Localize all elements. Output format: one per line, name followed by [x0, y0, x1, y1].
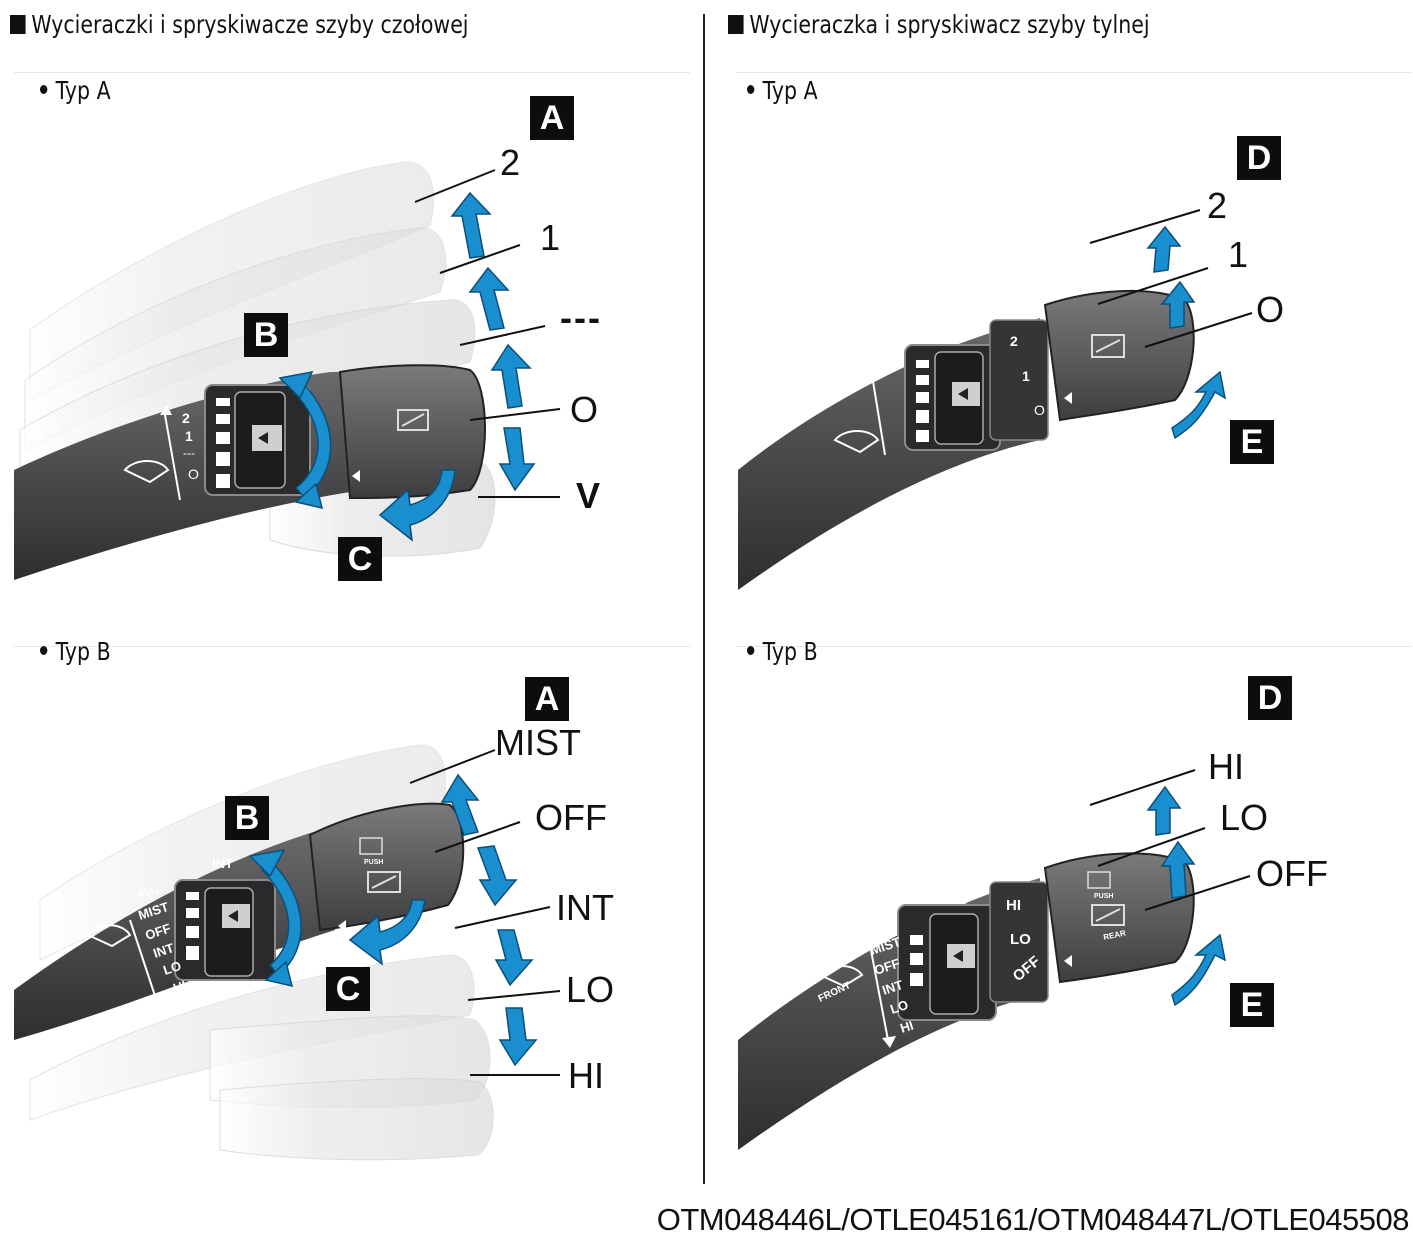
lever-mark-o: O — [188, 466, 199, 482]
rear-b-type-text: Typ B — [762, 637, 818, 666]
rear-b-callout-e: E — [1230, 983, 1274, 1027]
front-b-position-lo: LO — [566, 969, 615, 1010]
bullet-dot-icon — [747, 646, 755, 655]
rear-a-blue-arrows — [1146, 225, 1227, 440]
panel-rule-rear-a — [736, 72, 1412, 73]
rear-b-blue-arrows — [1146, 785, 1227, 1007]
lever-auto-label: AUTO — [932, 892, 969, 907]
front-a-position-off: O — [570, 389, 599, 430]
square-bullet-icon — [10, 15, 26, 34]
lever-pull-label: PULL — [866, 921, 889, 936]
rear-a-lever — [738, 289, 1195, 590]
front-a-type-text: Typ A — [55, 76, 111, 105]
bullet-dot-icon — [40, 646, 48, 655]
front-b-callout-a: A — [525, 677, 569, 721]
front-a-type-label: Typ A — [40, 76, 111, 105]
lever-mark-2: 2 — [1010, 333, 1018, 349]
lever-int-top-label: INT — [212, 856, 233, 871]
front-section-title: Wycieraczki i spryskiwacze szyby czołowe… — [10, 10, 469, 39]
lever-mhi-mark: HI — [898, 1018, 915, 1036]
lever-mark-1: 1 — [185, 428, 193, 444]
front-a-position-int: --- — [560, 297, 602, 338]
front-b-position-mist: MIST — [495, 722, 581, 763]
front-b-callout-c: C — [326, 967, 370, 1011]
square-bullet-icon — [728, 15, 744, 34]
front-a-lever — [14, 364, 486, 580]
lever-mark-1: 1 — [1022, 368, 1030, 384]
bullet-dot-icon — [40, 85, 48, 94]
rear-b-position-lo: LO — [1220, 797, 1269, 838]
front-a-blue-arrows — [278, 191, 536, 542]
front-b-callout-b: B — [225, 796, 269, 840]
rear-section-title: Wycieraczka i spryskiwacz szyby tylnej — [728, 10, 1150, 39]
front-a-position-mist: V — [576, 475, 601, 516]
rear-b-type-label: Typ B — [747, 637, 818, 666]
front-b-position-off: OFF — [535, 797, 607, 838]
rear-b-position-hi: HI — [1208, 746, 1244, 787]
lever-hi-mark: HI — [1006, 897, 1021, 914]
rear-a-type-text: Typ A — [762, 76, 818, 105]
front-b-type-label: Typ B — [40, 637, 111, 666]
front-a-callout-b: B — [244, 313, 288, 357]
front-b-type-text: Typ B — [55, 637, 111, 666]
front-a-callout-c: C — [338, 537, 382, 581]
rear-a-position-1: 1 — [1228, 234, 1249, 275]
lever-hi-mark: HI — [171, 978, 188, 996]
lever-int-mark: INT — [880, 977, 905, 998]
lever-push-label: PUSH — [1094, 893, 1113, 900]
rear-a-callout-d: D — [1237, 136, 1281, 180]
front-a-callout-a: A — [530, 96, 574, 140]
rear-a-position-off: O — [1256, 289, 1285, 330]
rear-b-position-off: OFF — [1256, 853, 1328, 894]
lever-lo-mark: LO — [1010, 931, 1031, 948]
panel-rule-front-a — [14, 72, 690, 73]
front-b-position-hi: HI — [568, 1055, 604, 1096]
front-b-leader-lines — [409, 749, 561, 1076]
rear-b-callout-d: D — [1248, 676, 1292, 720]
front-a-position-2: 2 — [500, 142, 521, 183]
rear-b-leader-lines — [1089, 769, 1251, 911]
center-divider — [703, 14, 705, 1184]
rear-a-leader-lines — [1089, 209, 1253, 348]
lever-mark-o: O — [1034, 402, 1045, 418]
front-b-blue-arrows — [248, 773, 538, 1067]
rear-section-title-text: Wycieraczka i spryskiwacz szyby tylnej — [749, 10, 1150, 39]
front-a-position-1: 1 — [540, 217, 561, 258]
figure-reference-code: OTM048446L/OTLE045161/OTM048447L/OTLE045… — [656, 1202, 1410, 1237]
rear-a-type-label: Typ A — [747, 76, 818, 105]
panel-rule-front-b — [14, 646, 690, 647]
lever-mlo-mark: LO — [888, 997, 910, 1017]
lever-int-mark: INT — [151, 940, 176, 961]
rear-a-position-2: 2 — [1207, 185, 1228, 226]
lever-mark-2: 2 — [182, 410, 190, 426]
lever-lo-mark: LO — [161, 958, 183, 978]
lever-mark-dash: --- — [183, 446, 195, 460]
rear-a-callout-e: E — [1230, 420, 1274, 464]
front-b-position-int: INT — [556, 887, 614, 928]
front-b-lever: INT PULL MIST OFF INT LO HI PUSH — [14, 802, 465, 1040]
front-section-title-text: Wycieraczki i spryskiwacze szyby czołowe… — [31, 10, 469, 39]
bullet-dot-icon — [747, 85, 755, 94]
lever-push-label: PUSH — [364, 859, 383, 866]
panel-rule-rear-b — [736, 646, 1412, 647]
rear-b-lever: AUTO HI LO OFF PULL MIST OFF INT LO HI F… — [738, 852, 1195, 1150]
front-a-leader-lines — [414, 169, 561, 498]
